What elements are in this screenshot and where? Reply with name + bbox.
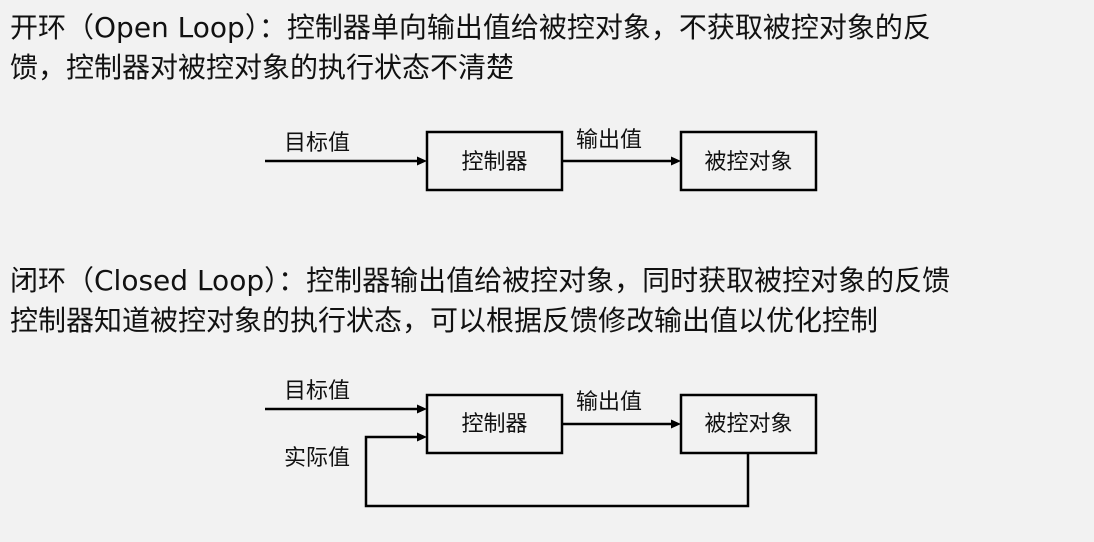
feedback-path xyxy=(364,435,750,508)
open-output-arrowhead xyxy=(671,156,681,166)
open-loop-description-line-1: 开环（Open Loop）：控制器单向输出值给被控对象，不获取被控对象的反 xyxy=(10,11,931,44)
open-controller-box xyxy=(425,130,564,192)
closed-input-label: 目标值 xyxy=(284,379,350,404)
open-output-label: 输出值 xyxy=(576,128,642,153)
closed-loop-description-line-1: 闭环（Closed Loop）：控制器输出值给被控对象，同时获取被控对象的反馈 xyxy=(10,264,951,297)
open-controller-label: 控制器 xyxy=(461,150,527,175)
closed-plant-label: 被控对象 xyxy=(704,412,792,437)
open-loop-description: 开环（Open Loop）：控制器单向输出值给被控对象，不获取被控对象的反 馈，… xyxy=(10,8,931,88)
open-input-label: 目标值 xyxy=(284,131,350,156)
closed-loop-description: 闭环（Closed Loop）：控制器输出值给被控对象，同时获取被控对象的反馈 … xyxy=(10,261,950,341)
open-plant-box xyxy=(679,130,818,192)
closed-loop-description-line-2: 控制器知道被控对象的执行状态，可以根据反馈修改输出值以优化控制 xyxy=(10,304,879,337)
feedback-arrowhead xyxy=(417,432,427,442)
open-input-arrowhead xyxy=(417,156,427,166)
closed-input-arrowhead xyxy=(417,404,427,414)
closed-controller-box xyxy=(425,393,564,455)
closed-plant-box xyxy=(679,393,818,455)
closed-output-label: 输出值 xyxy=(576,390,642,415)
closed-feedback-label: 实际值 xyxy=(284,446,350,471)
closed-controller-label: 控制器 xyxy=(461,412,527,437)
open-loop-description-line-2: 馈，控制器对被控对象的执行状态不清楚 xyxy=(10,51,515,84)
open-plant-label: 被控对象 xyxy=(704,150,792,175)
closed-output-arrowhead xyxy=(671,419,681,429)
